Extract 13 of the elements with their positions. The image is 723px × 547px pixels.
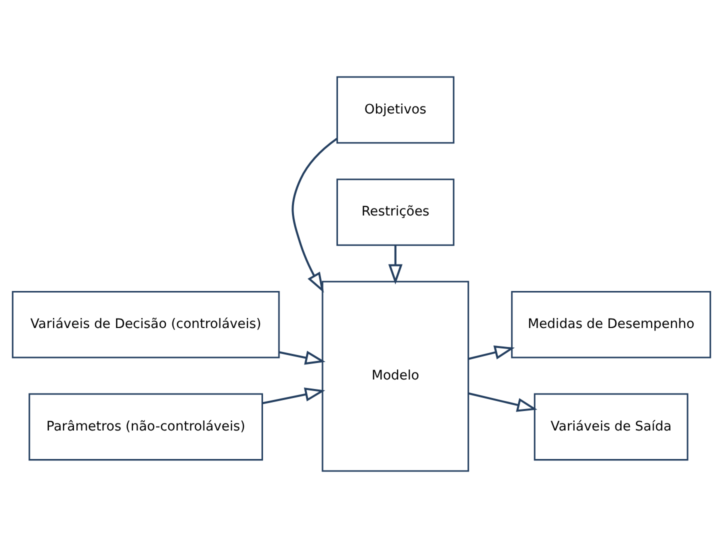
arrow [468, 392, 538, 412]
node-box: Variáveis de Decisão (controláveis) [12, 290, 280, 358]
arrow [292, 137, 338, 292]
arrow [468, 345, 515, 360]
arrow [279, 350, 326, 364]
node-box: Parâmetros (não-controláveis) [28, 392, 264, 460]
arrow [388, 244, 403, 284]
node-box: Variáveis de Saída [534, 392, 688, 460]
node-box: Medidas de Desempenho [511, 290, 712, 358]
arrow [262, 387, 326, 404]
node-box: Restrições [336, 178, 454, 246]
node-box: Objetivos [336, 76, 454, 144]
node-box: Modelo [322, 280, 470, 472]
